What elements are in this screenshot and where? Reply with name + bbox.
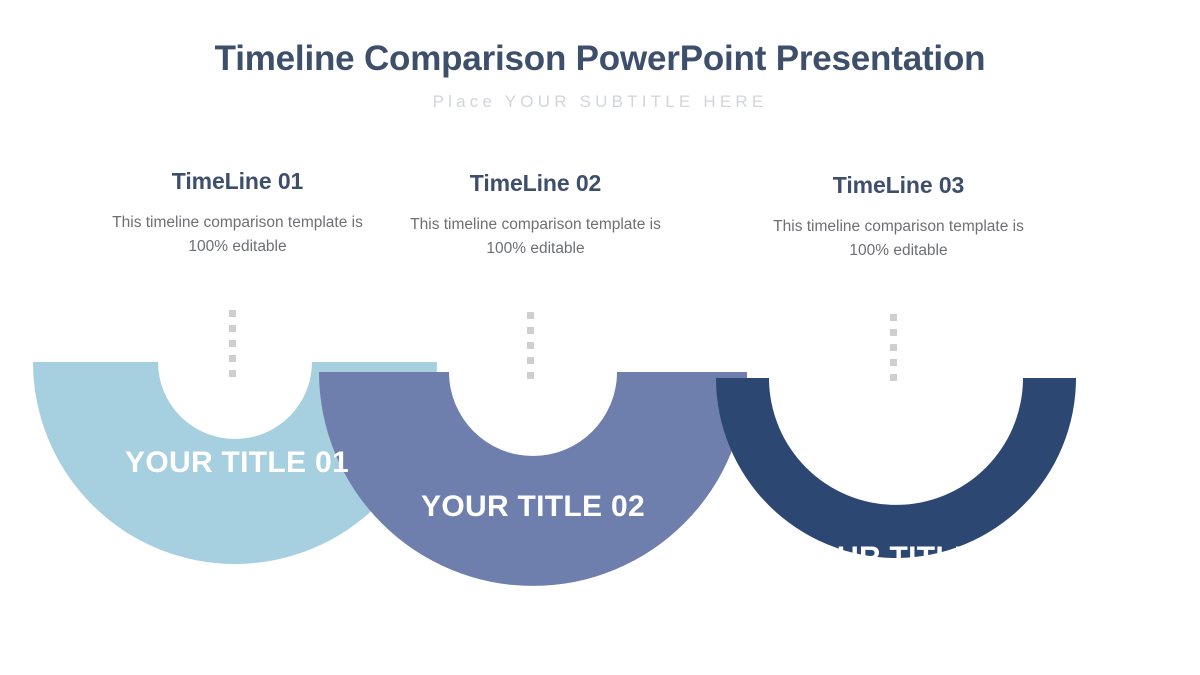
dash-segment <box>527 342 534 349</box>
dash-segment <box>527 327 534 334</box>
timeline-body-01: This timeline comparison template is 100… <box>112 214 363 256</box>
dash-segment <box>890 374 897 381</box>
dash-segment <box>890 314 897 321</box>
timeline-body-03: This timeline comparison template is 100… <box>773 218 1024 260</box>
dash-segment <box>890 359 897 366</box>
timeline-heading-03: TimeLine 03 <box>832 172 965 198</box>
connector-dashes-01 <box>229 310 236 377</box>
page-title: Timeline Comparison PowerPoint Presentat… <box>214 39 986 78</box>
connector-dashes-03 <box>890 314 897 381</box>
arc-shape-02[interactable] <box>319 372 747 586</box>
arc-shape-03[interactable] <box>716 378 1076 558</box>
arc-label-01: YOUR TITLE 01 <box>125 446 349 479</box>
timeline-heading-01: TimeLine 01 <box>171 168 304 194</box>
page-subtitle: Place YOUR SUBTITLE HERE <box>432 92 768 111</box>
arc-label-02: YOUR TITLE 02 <box>421 490 645 523</box>
dash-segment <box>890 344 897 351</box>
connector-dashes-02 <box>527 312 534 379</box>
dash-segment <box>527 372 534 379</box>
timeline-block-02: TimeLine 02 This timeline comparison tem… <box>393 170 678 261</box>
dash-segment <box>229 310 236 317</box>
arc-label-03: YOUR TITLE 03 <box>793 541 1017 574</box>
dash-segment <box>229 355 236 362</box>
dash-segment <box>229 325 236 332</box>
dash-segment <box>229 370 236 377</box>
timeline-block-01: TimeLine 01 This timeline comparison tem… <box>95 168 380 259</box>
timeline-body-02: This timeline comparison template is 100… <box>410 216 661 258</box>
dash-segment <box>527 312 534 319</box>
dash-segment <box>229 340 236 347</box>
timeline-block-03: TimeLine 03 This timeline comparison tem… <box>756 172 1041 263</box>
dash-segment <box>527 357 534 364</box>
timeline-heading-02: TimeLine 02 <box>469 170 602 196</box>
dash-segment <box>890 329 897 336</box>
